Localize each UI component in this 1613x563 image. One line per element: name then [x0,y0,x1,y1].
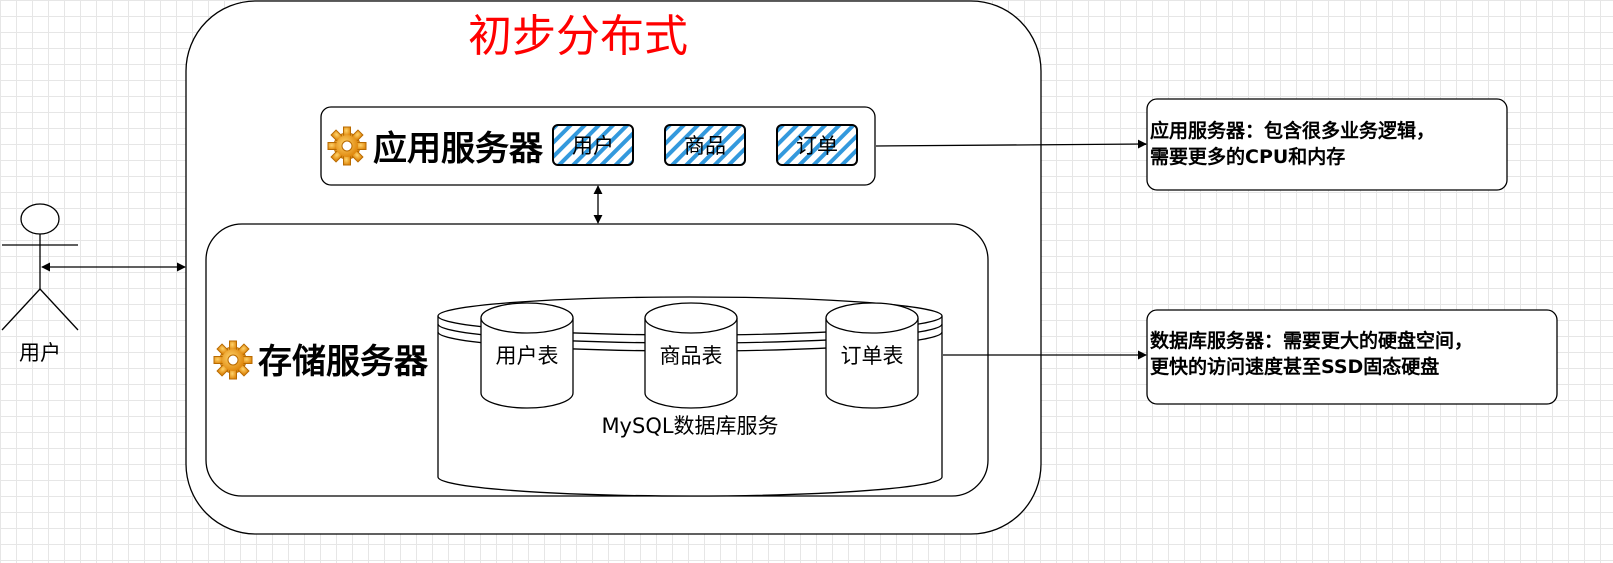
module-product[interactable]: 商品 [664,124,746,166]
db-note-box[interactable] [1146,309,1558,405]
module-user[interactable]: 用户 [552,124,634,166]
user-actor[interactable] [1,203,79,331]
user-label: 用户 [19,341,61,365]
table-product[interactable]: 商品表 [644,302,738,409]
module-label: 商品 [684,134,726,158]
app-note-connector [875,139,1147,149]
diagram-title: 初步分布式 [468,11,688,62]
db-note-text: 数据库服务器：需要更大的硬盘空间， 更快的访问速度甚至SSD固态硬盘 [1150,328,1473,380]
app-server-label: 应用服务器 [373,129,544,169]
storage-server-label: 存储服务器 [258,342,429,382]
module-label: 用户 [572,134,614,158]
app-note-line-2: 需要更多的CPU和内存 [1150,146,1346,168]
table-user[interactable]: 用户表 [480,302,574,409]
table-order[interactable]: 订单表 [825,302,919,409]
db-note-line-1: 数据库服务器：需要更大的硬盘空间， [1150,330,1474,352]
table-label: 订单表 [841,344,904,368]
app-note-box[interactable] [1146,98,1508,191]
table-label: 用户表 [496,344,559,368]
app-note-line-1: 应用服务器：包含很多业务逻辑， [1150,120,1436,142]
module-label: 订单 [796,134,838,158]
db-note-line-2: 更快的访问速度甚至SSD固态硬盘 [1150,356,1440,378]
module-order[interactable]: 订单 [776,124,858,166]
table-label: 商品表 [660,344,723,368]
app-note-text: 应用服务器：包含很多业务逻辑， 需要更多的CPU和内存 [1150,118,1435,170]
database-label: MySQL数据库服务 [601,414,778,438]
